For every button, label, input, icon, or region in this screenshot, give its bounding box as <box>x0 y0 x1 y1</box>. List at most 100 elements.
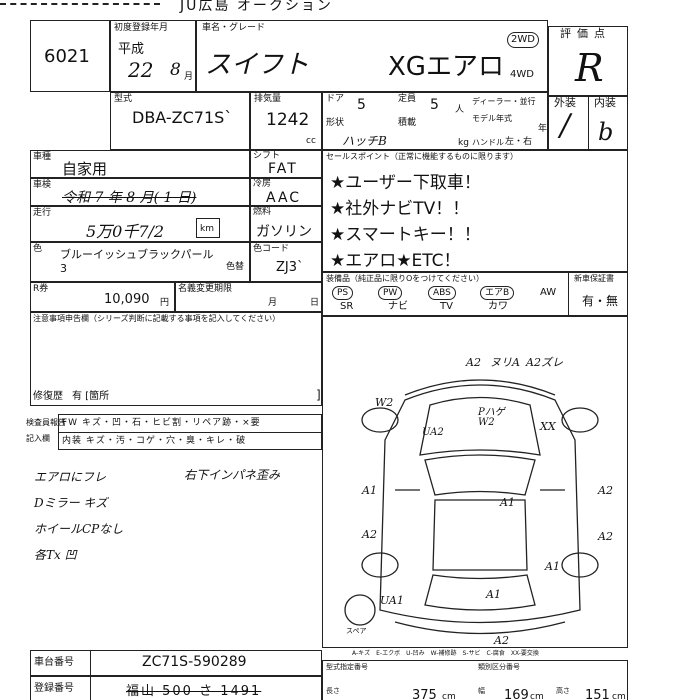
handwritten-note-1: エアロにフレ <box>34 470 107 484</box>
color-code-label: 色コード <box>253 244 290 254</box>
doors-label: ドア <box>326 94 345 104</box>
scratch-label: キズ <box>81 418 102 428</box>
new-car-divider <box>568 272 569 316</box>
plate-box <box>30 676 322 700</box>
interior-item-label: 内装 <box>62 436 83 446</box>
width-value: 169 <box>504 688 529 700</box>
equipment-box <box>322 272 628 316</box>
rear-right-wheel <box>561 552 599 578</box>
color-box <box>30 242 250 282</box>
km-box <box>196 218 220 238</box>
mark-xx: XX <box>540 420 556 433</box>
rear-window <box>424 574 536 611</box>
selling-points-box <box>322 150 628 272</box>
mark-a1-center: A1 <box>500 496 515 509</box>
plate-value: 福山 500 さ 1491 <box>126 684 262 699</box>
length-label: 長さ <box>326 687 340 695</box>
notes-label: 注意事項申告欄（シリーズ判断に記載する事項を記入してください） <box>33 314 281 323</box>
mileage-box <box>30 206 250 242</box>
equipment-label: 装備品（純正品に限りOをつけてください） <box>326 274 485 283</box>
color-code-value: ZJ3` <box>276 260 304 275</box>
registration-box <box>110 20 196 92</box>
windshield <box>424 454 536 496</box>
inspector-label: 検査員報告 <box>26 418 66 427</box>
crack-label: ヒビ割 <box>152 418 183 428</box>
new-car-value: 有・無 <box>582 294 619 308</box>
selling-point-4: ★エアロ★ETC！ <box>330 251 461 271</box>
model-label: 車名・グレード <box>202 23 266 33</box>
mileage-unit: km <box>200 224 214 234</box>
color-label: 色 <box>33 244 43 254</box>
selling-point-1: ★ユーザー下取車！ <box>330 173 481 193</box>
front-bumper <box>404 379 556 396</box>
selling-point-2: ★社外ナビTV！！ <box>330 199 470 219</box>
dealer-label: ディーラー・並行 <box>472 97 536 106</box>
score-box <box>548 26 628 96</box>
body-type-label: 形状 <box>326 118 345 128</box>
equip-aw: AW <box>540 287 557 298</box>
type-box <box>110 92 250 150</box>
usage-box <box>30 150 250 178</box>
mark-a2-front-left: A2 <box>466 356 481 369</box>
model-grade: XGエアロ <box>388 52 504 82</box>
handle-label: ハンドル <box>472 138 504 147</box>
aircon-value: AAC <box>266 190 302 206</box>
fw-label: FW <box>62 418 79 428</box>
equip-abs: ABS <box>428 286 456 300</box>
month-unit: 月 <box>184 72 194 82</box>
new-car-label: 新車保証書 <box>574 274 614 283</box>
registration-era: 平成 <box>118 42 145 57</box>
rear-left-wheel <box>361 552 399 578</box>
ext-int-divider <box>588 96 589 150</box>
mark-ua2: UA2 <box>422 427 444 438</box>
capacity-unit: 人 <box>455 105 465 115</box>
chassis-label: 車台番号 <box>34 657 74 668</box>
interior-value: b <box>598 118 614 146</box>
model-year-label: モデル年式 <box>472 114 512 123</box>
mark-a1-rear: A1 <box>545 560 560 573</box>
mark-a1-left: A1 <box>362 484 377 497</box>
year-unit: 年 <box>538 124 548 134</box>
fuel-value: ガソリン <box>256 224 312 240</box>
exterior-value: / <box>560 108 571 143</box>
usage-label: 車種 <box>33 152 52 162</box>
equip-pw: PW <box>378 286 403 300</box>
usage-value: 自家用 <box>62 160 108 178</box>
registration-month: 8 <box>170 60 181 80</box>
chassis-box <box>30 650 322 676</box>
drive-4wd: 4WD <box>510 69 534 80</box>
mark-a2-right-rear: A2 <box>598 530 613 543</box>
chassis-divider <box>90 650 91 700</box>
inspector-row-divider <box>58 432 322 433</box>
inspector-row2: 内装 キズ・汚・コゲ・穴・臭・キレ・破 <box>62 436 247 446</box>
equip-sr: SR <box>340 301 354 312</box>
front-left-wheel <box>361 407 399 433</box>
dirt-label: 汚 <box>115 436 126 446</box>
spare-tire <box>344 594 376 626</box>
fuel-label: 燃料 <box>253 207 272 217</box>
score-label: 評価点 <box>560 27 611 40</box>
width-unit: cm <box>530 692 544 700</box>
mark-spare: スペア <box>346 627 367 635</box>
specs-box <box>322 92 548 150</box>
registration-year: 22 <box>128 58 154 82</box>
recycle-unit: 円 <box>160 298 170 308</box>
height-unit: cm <box>612 692 626 700</box>
mark-a2-zure: A2ズレ <box>526 356 563 369</box>
replace-label: ×要 <box>242 418 261 428</box>
hole-label: 穴 <box>165 436 176 446</box>
type-value: DBA-ZC71S` <box>132 108 233 127</box>
mileage-label: 走行 <box>33 208 52 218</box>
registration-label: 初度登録年月 <box>114 23 169 33</box>
mark-ua1: UA1 <box>380 594 404 607</box>
shift-value: FAT <box>268 161 298 177</box>
shift-label: シフト <box>253 151 281 161</box>
plate-label: 登録番号 <box>34 683 74 694</box>
mark-a2-rear-bumper: A2 <box>494 634 509 647</box>
model-name: スイフト <box>205 50 310 80</box>
int-scratch-label: キズ <box>85 436 106 446</box>
car-outline <box>379 384 581 624</box>
diagram-box <box>322 316 628 648</box>
delivery-label: 名義変更期限 <box>178 284 233 294</box>
roof <box>432 499 528 571</box>
